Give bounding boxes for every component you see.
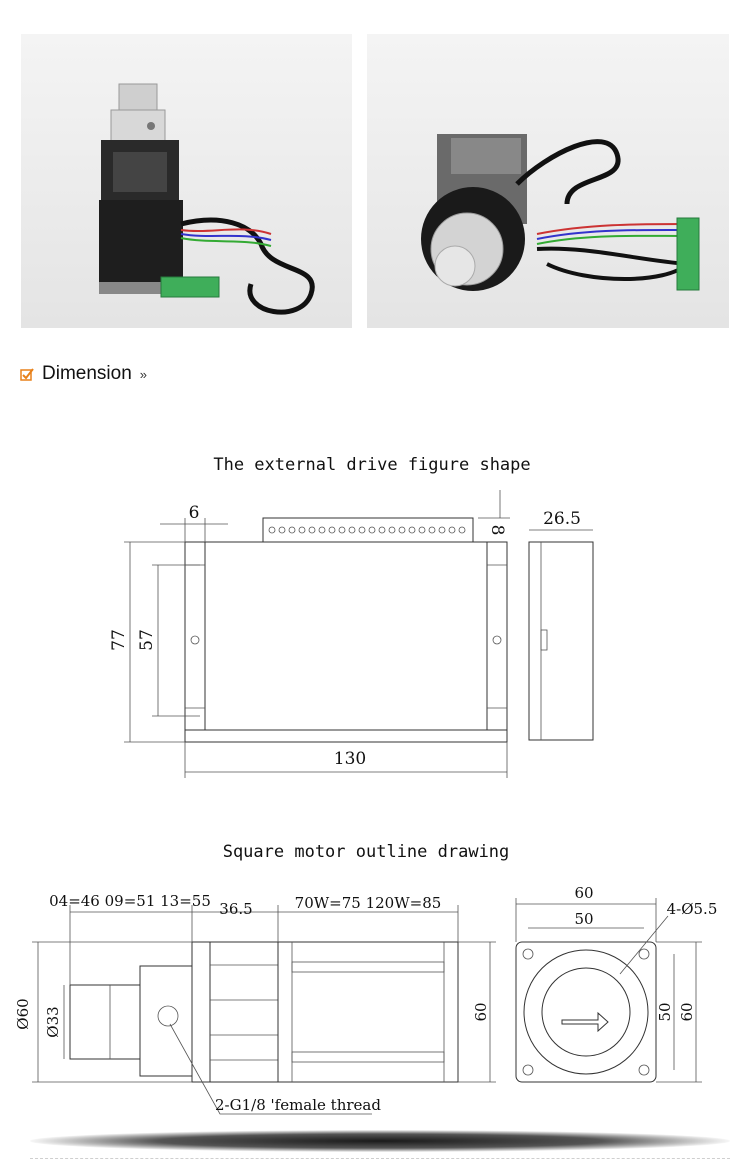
- adapter: [209, 941, 279, 1083]
- motor-body: [277, 941, 459, 1083]
- terminal-strip: [262, 517, 474, 543]
- dim-front-inner-height: 50: [656, 1002, 674, 1021]
- pump-motor-illustration-side: [99, 83, 315, 315]
- motor-caption: Square motor outline drawing: [223, 842, 510, 862]
- motor-front-view: [515, 941, 657, 1083]
- drive-housing: [184, 541, 508, 731]
- dim-pump-length: 04=46 09=51 13=55: [49, 892, 211, 910]
- dim-motor-height: 60: [472, 1002, 490, 1021]
- thread-label: 2-G1/8 'female thread: [215, 1096, 381, 1114]
- dimension-heading: Dimension »: [20, 362, 147, 386]
- flow-arrow-icon: [561, 1011, 609, 1033]
- check-icon: [20, 368, 34, 381]
- dim-front-height: 60: [678, 1002, 696, 1021]
- pump-motor-illustration-front: [421, 134, 700, 291]
- product-photo-side: [21, 34, 352, 328]
- dim-top: 6: [189, 503, 200, 523]
- dim-motor-length: 70W=75 120W=85: [295, 894, 442, 912]
- drive-drawing: The external drive figure shape 6 8: [109, 455, 594, 778]
- dim-holes: 4-Ø5.5: [667, 900, 718, 918]
- terminal-holes: [268, 526, 466, 534]
- motor-drawing: Square motor outline drawing 04=46 09=51…: [14, 842, 718, 1115]
- drive-caption: The external drive figure shape: [213, 455, 530, 475]
- dim-diameter-outer: Ø60: [14, 998, 32, 1029]
- dim-front-inner-width: 50: [574, 910, 593, 928]
- dim-width: 130: [334, 749, 366, 769]
- dim-adapter: 36.5: [219, 900, 252, 918]
- dimension-title: Dimension: [42, 363, 132, 384]
- chevron-right-icon: »: [139, 366, 147, 382]
- pump-head: [69, 984, 141, 1060]
- dim-side: 26.5: [543, 509, 581, 529]
- dim-pin: 8: [487, 525, 507, 536]
- bottom-shadow-divider: [30, 1130, 730, 1152]
- drive-side-view: [528, 541, 594, 741]
- dim-front-width: 60: [574, 884, 593, 902]
- dim-height-inner: 57: [137, 629, 157, 651]
- dashed-divider: [30, 1158, 730, 1159]
- dim-diameter-inner: Ø33: [44, 1006, 62, 1037]
- product-photo-front: [367, 34, 729, 328]
- dim-height-outer: 77: [109, 629, 129, 651]
